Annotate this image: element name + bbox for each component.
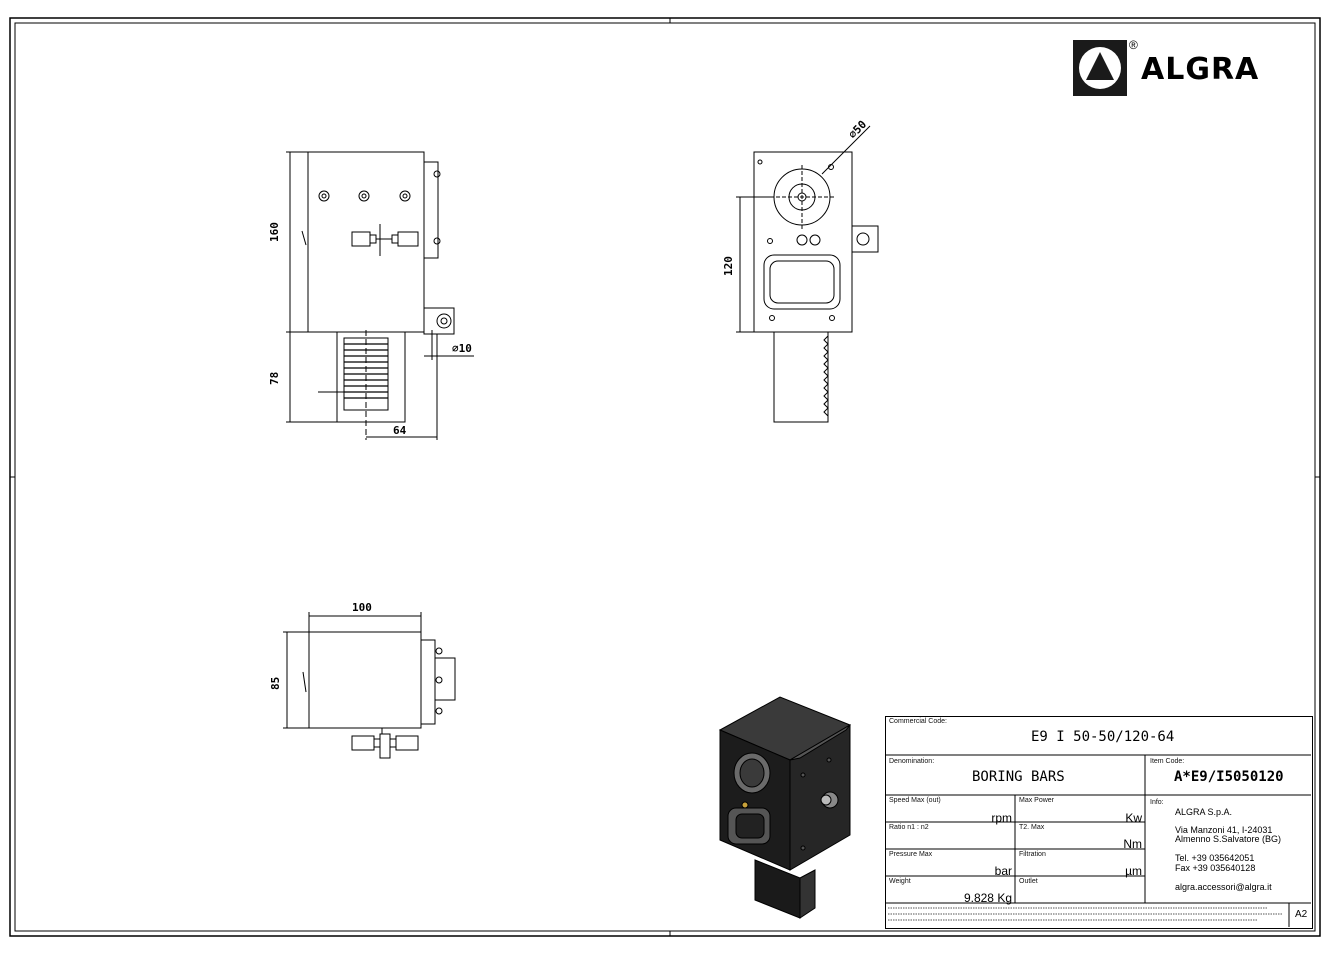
- algra-logo: ® ALGRA: [1073, 38, 1303, 100]
- brand-name: ALGRA: [1141, 52, 1260, 87]
- dim-front-offset: 64: [393, 424, 407, 437]
- commercial-code-label: Commercial Code:: [889, 718, 947, 725]
- denomination-label: Denomination:: [889, 758, 935, 765]
- weight-value: 9.828 Kg: [963, 891, 1012, 905]
- weight-label: Weight: [889, 878, 911, 885]
- info-label: Info:: [1150, 799, 1164, 806]
- registered-mark: ®: [1129, 38, 1138, 52]
- legal-fine-print: [888, 905, 1288, 925]
- power-label: Max Power: [1019, 797, 1055, 804]
- dim-front-height: 160: [268, 222, 281, 242]
- speed-label: Speed Max (out): [889, 797, 941, 804]
- title-block-lines: [885, 754, 1311, 927]
- outlet-label: Outlet: [1019, 878, 1038, 885]
- address-line-2: Almenno S.Salvatore (BG): [1175, 834, 1282, 844]
- filtration-unit: µm: [1125, 864, 1142, 878]
- address-line-1: Via Manzoni 41, I-24031: [1175, 825, 1273, 835]
- sheet-size: A2: [1295, 909, 1308, 920]
- item-code: A*E9/I5050120: [1174, 769, 1284, 785]
- side-view: [736, 125, 879, 423]
- denomination: BORING BARS: [972, 769, 1065, 785]
- item-code-label: Item Code:: [1150, 758, 1185, 765]
- torque-label: T2. Max: [1019, 824, 1045, 831]
- power-unit: Kw: [1125, 811, 1142, 825]
- ratio-label: Ratio n1 : n2: [889, 824, 929, 831]
- commercial-code: E9 I 50-50/120-64: [1031, 729, 1175, 745]
- filtration-label: Filtration: [1019, 851, 1046, 858]
- dim-top-width: 100: [352, 601, 372, 614]
- dim-front-coolant: ∅10: [452, 342, 472, 355]
- email: algra.accessori@algra.it: [1175, 882, 1272, 892]
- torque-unit: Nm: [1123, 837, 1142, 851]
- pressure-label: Pressure Max: [889, 851, 933, 858]
- speed-unit: rpm: [991, 811, 1012, 825]
- fax: Fax +39 035640128: [1175, 863, 1256, 873]
- dim-side-bore: ∅50: [846, 118, 869, 141]
- front-view: [286, 151, 474, 440]
- algra-logo-mark: [1073, 40, 1127, 96]
- company-name: ALGRA S.p.A.: [1175, 807, 1233, 817]
- dim-side-height: 120: [722, 256, 735, 276]
- telephone: Tel. +39 035642051: [1175, 853, 1255, 863]
- dim-front-shank: 78: [268, 372, 281, 385]
- top-view: [283, 612, 456, 759]
- dim-top-depth: 85: [269, 677, 282, 690]
- pressure-unit: bar: [994, 864, 1012, 878]
- title-block: Commercial Code: E9 I 50-50/120-64 Denom…: [885, 716, 1313, 929]
- isometric-view: [718, 696, 852, 919]
